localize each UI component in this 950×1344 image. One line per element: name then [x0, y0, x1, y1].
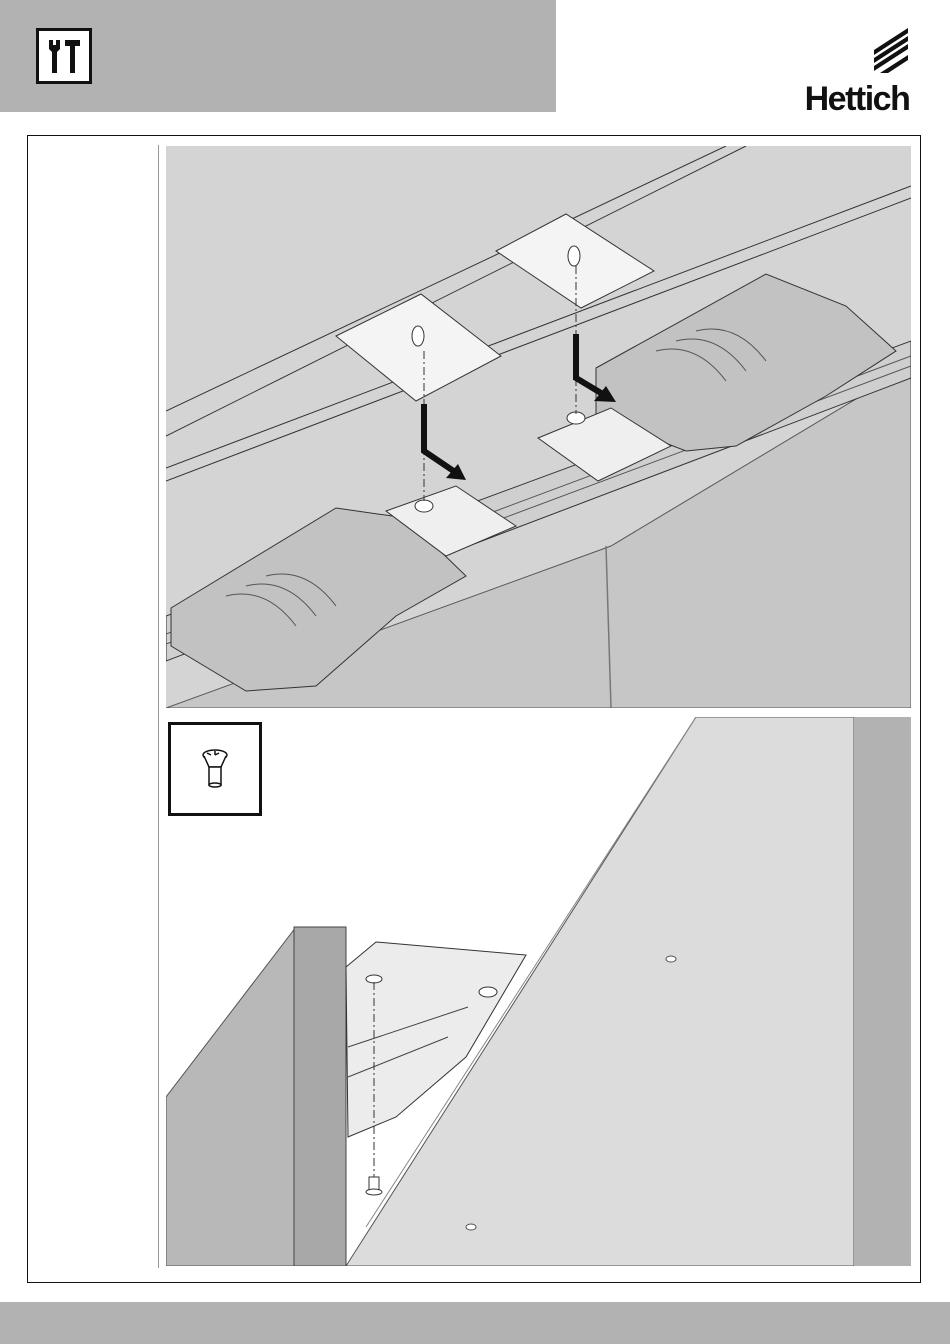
- gutter-rule: [158, 145, 159, 1268]
- footer-band: [0, 1302, 950, 1344]
- brand-name: Hettich: [782, 82, 932, 116]
- countersunk-screw-icon: [168, 722, 262, 816]
- figure-screw-fixing: [166, 717, 911, 1266]
- hettich-logo: Hettich: [782, 28, 932, 118]
- assembly-tools-icon: [36, 28, 92, 84]
- figure-hanging-plates: [166, 146, 911, 708]
